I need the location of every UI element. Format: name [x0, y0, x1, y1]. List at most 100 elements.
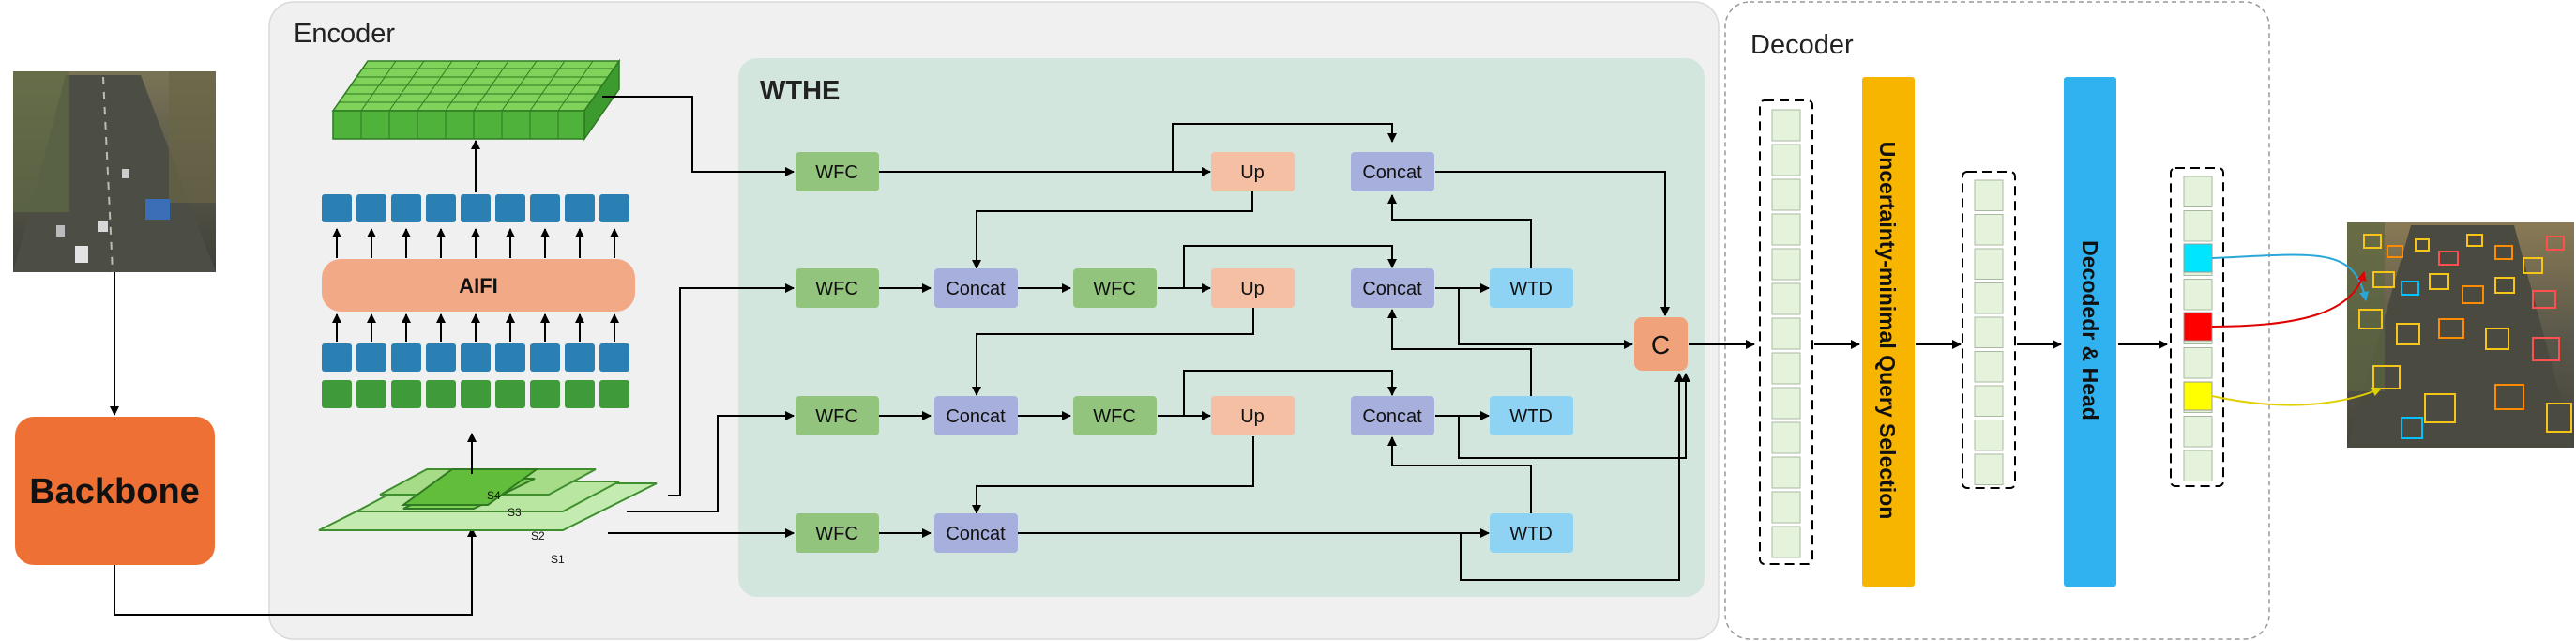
- token-cell: [1771, 456, 1801, 489]
- pyramid-s3-label: S3: [508, 506, 522, 519]
- blue-token-row-upper: [322, 194, 629, 222]
- token-cell: [1974, 316, 2004, 348]
- backbone-block: [15, 417, 215, 565]
- wtd-label-row2: WTD: [1509, 279, 1553, 299]
- query-cyan: [2183, 243, 2213, 273]
- up-block-row2: [1211, 268, 1295, 308]
- token-cell: [1771, 421, 1801, 454]
- token-cell: [1974, 214, 2004, 246]
- concat-block-row1: [1351, 152, 1434, 191]
- query-red: [2183, 312, 2213, 342]
- wfc-label-row3: WFC: [815, 406, 858, 427]
- token-cell: [2183, 176, 2213, 207]
- query-selection-bar: [1862, 77, 1915, 587]
- feature-pyramid: [318, 468, 658, 531]
- token-cell: [1771, 387, 1801, 420]
- concat-block-row3: [934, 396, 1018, 435]
- wtd-label-row3: WTD: [1509, 406, 1553, 427]
- token-cell: [1974, 453, 2004, 485]
- encoded-feature-map: [331, 58, 621, 142]
- wthe-title: WTHE: [760, 76, 840, 106]
- selected-query-tokens: [1974, 179, 2004, 485]
- token-cell: [1771, 526, 1801, 558]
- wtd-block-row4: [1490, 513, 1573, 553]
- concat-block-row2: [934, 268, 1018, 308]
- concat-block-row3-right: [1351, 396, 1434, 435]
- concat-block-row4: [934, 513, 1018, 553]
- concat-label-row4: Concat: [946, 524, 1006, 544]
- c-node-label: C: [1651, 330, 1670, 359]
- wfc-label-row1: WFC: [815, 162, 858, 183]
- output-image: [2347, 222, 2574, 448]
- wfc-block-row3-mid: [1073, 396, 1157, 435]
- output-query-column: [2170, 167, 2224, 487]
- token-cell: [1974, 351, 2004, 383]
- wfc-block-row4: [796, 513, 879, 553]
- concat-label-row3: Concat: [946, 406, 1006, 427]
- token-cell: [1771, 491, 1801, 524]
- token-cell: [1771, 352, 1801, 385]
- encoder-output-tokens: [1771, 109, 1801, 558]
- query-red-arrow: [2211, 271, 2367, 328]
- selected-query-column: [1962, 171, 2016, 489]
- token-cell: [1771, 282, 1801, 315]
- blue-token-row-lower: [322, 343, 629, 372]
- token-cell: [1771, 144, 1801, 176]
- encoder-title: Encoder: [294, 19, 395, 49]
- concat-label-row2-right: Concat: [1362, 279, 1422, 299]
- backbone-label: Backbone: [29, 472, 200, 511]
- token-cell: [1974, 385, 2004, 417]
- wfc-block-row2: [796, 268, 879, 308]
- pyramid-s1-label: S1: [551, 553, 565, 566]
- token-cell: [2183, 450, 2213, 481]
- wtd-label-row4: WTD: [1509, 524, 1553, 544]
- token-cell: [1771, 317, 1801, 350]
- wfc-block-row1: [796, 152, 879, 191]
- wtd-block-row3: [1490, 396, 1573, 435]
- backbone-to-pyramid-arrow: [114, 527, 477, 616]
- green-token-row: [322, 380, 629, 408]
- wfc-block-row2-mid: [1073, 268, 1157, 308]
- c-concat-node: [1634, 317, 1688, 371]
- concat-label-row2: Concat: [946, 279, 1006, 299]
- pyramid-s4-label: S4: [487, 489, 501, 502]
- up-label-row3: Up: [1240, 406, 1265, 427]
- wfc-label-row3-mid: WFC: [1093, 406, 1136, 427]
- wfc-label-row4: WFC: [815, 524, 858, 544]
- pyramid-s2-label: S2: [531, 529, 545, 542]
- aifi-block: [322, 259, 635, 312]
- wfc-label-row2: WFC: [815, 279, 858, 299]
- token-cell: [1771, 178, 1801, 211]
- aifi-to-tokens-arrows: [332, 228, 619, 258]
- concat-label-row3-right: Concat: [1362, 406, 1422, 427]
- aifi-label: AIFI: [459, 274, 498, 298]
- up-block-row3: [1211, 396, 1295, 435]
- wfc-block-row3: [796, 396, 879, 435]
- wthe-panel: [738, 58, 1705, 597]
- token-cell: [1771, 248, 1801, 281]
- token-cell: [1974, 420, 2004, 451]
- query-selection-label: Uncertainty-minimal Query Selection: [1875, 142, 1900, 520]
- decoder-title: Decoder: [1750, 30, 1854, 60]
- decoder-head-bar: [2064, 77, 2116, 587]
- token-cell: [2183, 347, 2213, 379]
- up-label-row2: Up: [1240, 279, 1265, 299]
- decoder-head-label: Decodedr & Head: [2078, 240, 2102, 420]
- query-yellow-arrow: [2211, 387, 2382, 406]
- concat-block-row2-right: [1351, 268, 1434, 308]
- wtd-block-row2: [1490, 268, 1573, 308]
- token-cell: [1771, 109, 1801, 142]
- token-cell: [1974, 179, 2004, 211]
- token-cell: [1974, 248, 2004, 280]
- token-cell: [2183, 416, 2213, 448]
- wfc-label-row2-mid: WFC: [1093, 279, 1136, 299]
- token-cell: [2183, 279, 2213, 311]
- up-label-row1: Up: [1240, 162, 1265, 183]
- wthe-connections: [602, 96, 1755, 581]
- concat-label-row1: Concat: [1362, 162, 1422, 183]
- token-cell: [1771, 213, 1801, 246]
- query-yellow: [2183, 381, 2213, 411]
- up-block-row1: [1211, 152, 1295, 191]
- token-cell: [1974, 282, 2004, 314]
